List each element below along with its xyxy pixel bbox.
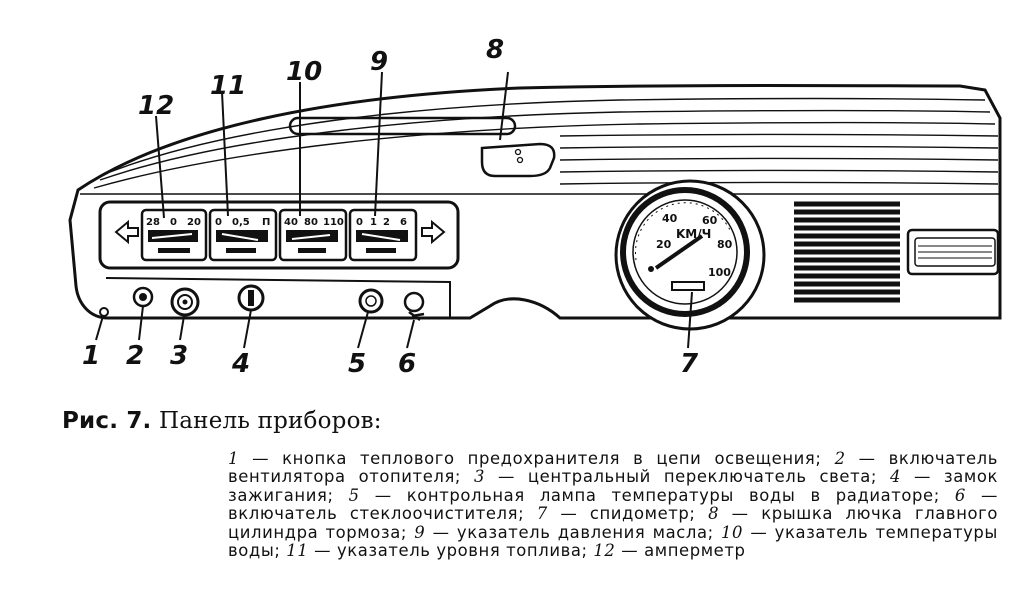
- svg-text:0,5: 0,5: [232, 217, 250, 228]
- callout-12: 12: [138, 91, 174, 121]
- legend-number: 1: [228, 449, 240, 468]
- glovebox-handle: [906, 228, 1000, 276]
- left-turn-arrow-icon: [114, 219, 139, 245]
- fuel-gauge: 0 0,5 П: [208, 208, 278, 262]
- svg-text:40: 40: [662, 212, 678, 225]
- defroster-slot: [288, 116, 517, 136]
- radio-grille: [790, 198, 902, 310]
- light-switch: [170, 287, 200, 317]
- ignition-lock: [237, 284, 265, 312]
- figure-caption: Рис. 7. Панель приборов:: [62, 408, 382, 434]
- svg-text:60: 60: [702, 214, 718, 227]
- callout-2: 2: [126, 341, 144, 371]
- legend-entry: 9 — указатель давления масла;: [414, 522, 714, 542]
- callout-7: 7: [680, 349, 699, 379]
- wiper-switch: [403, 291, 425, 322]
- svg-text:80: 80: [717, 238, 733, 251]
- legend-number: 12: [593, 541, 616, 561]
- callout-11: 11: [210, 71, 246, 101]
- switch-strip: [105, 277, 451, 318]
- dashboard-shading: [80, 97, 1000, 195]
- legend-text: спидометр;: [589, 504, 696, 524]
- svg-text:6: 6: [400, 217, 407, 228]
- legend-number: 10: [721, 522, 744, 542]
- heater-fan-switch: [132, 286, 154, 308]
- legend-number: 9: [414, 522, 426, 542]
- legend-number: 4: [889, 467, 902, 487]
- legend-entry: 3 — центральный переключатель света;: [473, 467, 878, 487]
- svg-text:80: 80: [304, 217, 318, 228]
- speedometer-needle: [654, 234, 704, 270]
- legend-entry: 11 — указатель уровня топлива;: [286, 541, 588, 561]
- legend-text: контрольная лампа температуры воды в рад…: [406, 485, 940, 505]
- legend-number: 2: [834, 449, 846, 468]
- legend-number: 3: [473, 467, 486, 487]
- legend-number: 5: [348, 485, 360, 505]
- callout-6: 6: [398, 349, 416, 379]
- svg-text:20: 20: [187, 217, 201, 228]
- speedometer: 20 40 60 80 100 KM/Ч: [614, 179, 766, 331]
- legend-entry: 7 — спидометр;: [536, 504, 696, 524]
- svg-text:1: 1: [370, 217, 377, 228]
- legend-entry: 5 — контрольная лампа температуры воды в…: [348, 485, 940, 505]
- water-temperature-gauge: 40 80 110: [278, 208, 348, 262]
- legend-number: 6: [954, 485, 966, 505]
- legend-text: амперметр: [644, 541, 746, 561]
- oil-pressure-gauge: 0 1 2 6: [348, 208, 418, 262]
- svg-text:20: 20: [656, 238, 672, 251]
- fuse-button: [99, 307, 109, 317]
- svg-text:П: П: [262, 217, 270, 228]
- legend-entry: 2 — включатель вентилятора отопителя;: [228, 449, 998, 487]
- figure-title: Панель приборов:: [159, 408, 382, 434]
- legend-number: 7: [536, 504, 548, 524]
- legend-text: центральный переключатель света;: [527, 467, 878, 487]
- legend-text: кнопка теплового предохранителя в цепи о…: [282, 449, 822, 468]
- svg-text:2: 2: [383, 217, 390, 228]
- legend-text: указатель давления масла;: [456, 522, 714, 542]
- legend-entry: 4 — замок зажигания;: [228, 467, 998, 505]
- svg-text:0: 0: [356, 217, 363, 228]
- legend-entry: 12 — амперметр: [593, 541, 746, 561]
- ammeter-gauge: 28 0 20: [140, 208, 208, 262]
- callout-8: 8: [486, 35, 504, 65]
- dashboard-illustration: 28 0 20 0 0,5 П 40 80 110 0 1 2 6: [68, 35, 1002, 379]
- svg-text:100: 100: [708, 266, 731, 279]
- callout-leaders: [95, 71, 693, 349]
- figure-number: Рис. 7.: [62, 408, 152, 434]
- legend-entry: 1 — кнопка теплового предохранителя в це…: [228, 449, 822, 468]
- legend-text: указатель уровня топлива;: [336, 541, 588, 561]
- callout-5: 5: [348, 349, 366, 379]
- callout-9: 9: [370, 47, 388, 77]
- svg-text:0: 0: [215, 217, 222, 228]
- legend-text: крышка лючка главного цилиндра тормоза;: [228, 504, 998, 542]
- svg-text:40: 40: [284, 217, 298, 228]
- legend-text: включатель стеклоочистителя;: [228, 504, 525, 524]
- callout-4: 4: [231, 349, 250, 379]
- svg-text:KM/Ч: KM/Ч: [676, 227, 711, 241]
- right-turn-arrow-icon: [421, 219, 446, 245]
- callout-3: 3: [170, 341, 188, 371]
- callout-10: 10: [286, 57, 322, 87]
- legend-text: замок зажигания;: [228, 467, 998, 505]
- svg-text:110: 110: [323, 217, 344, 228]
- legend-number: 11: [286, 541, 309, 561]
- legend-text: включатель вентилятора отопителя;: [228, 449, 998, 487]
- svg-text:0: 0: [170, 217, 177, 228]
- legend-text: указатель температуры воды;: [228, 522, 998, 561]
- figure-legend: 1 — кнопка теплового предохранителя в це…: [228, 449, 998, 561]
- water-temperature-lamp: [358, 288, 384, 314]
- legend-entry: 10 — указатель температуры воды;: [228, 522, 998, 561]
- callout-1: 1: [82, 341, 100, 371]
- legend-entry: 8 — крышка лючка главного цилиндра тормо…: [228, 504, 998, 542]
- svg-text:28: 28: [146, 217, 160, 228]
- dashboard-outline: [68, 84, 1002, 320]
- legend-number: 8: [708, 504, 720, 524]
- legend-entry: 6 — включатель стеклоочистителя;: [228, 485, 998, 524]
